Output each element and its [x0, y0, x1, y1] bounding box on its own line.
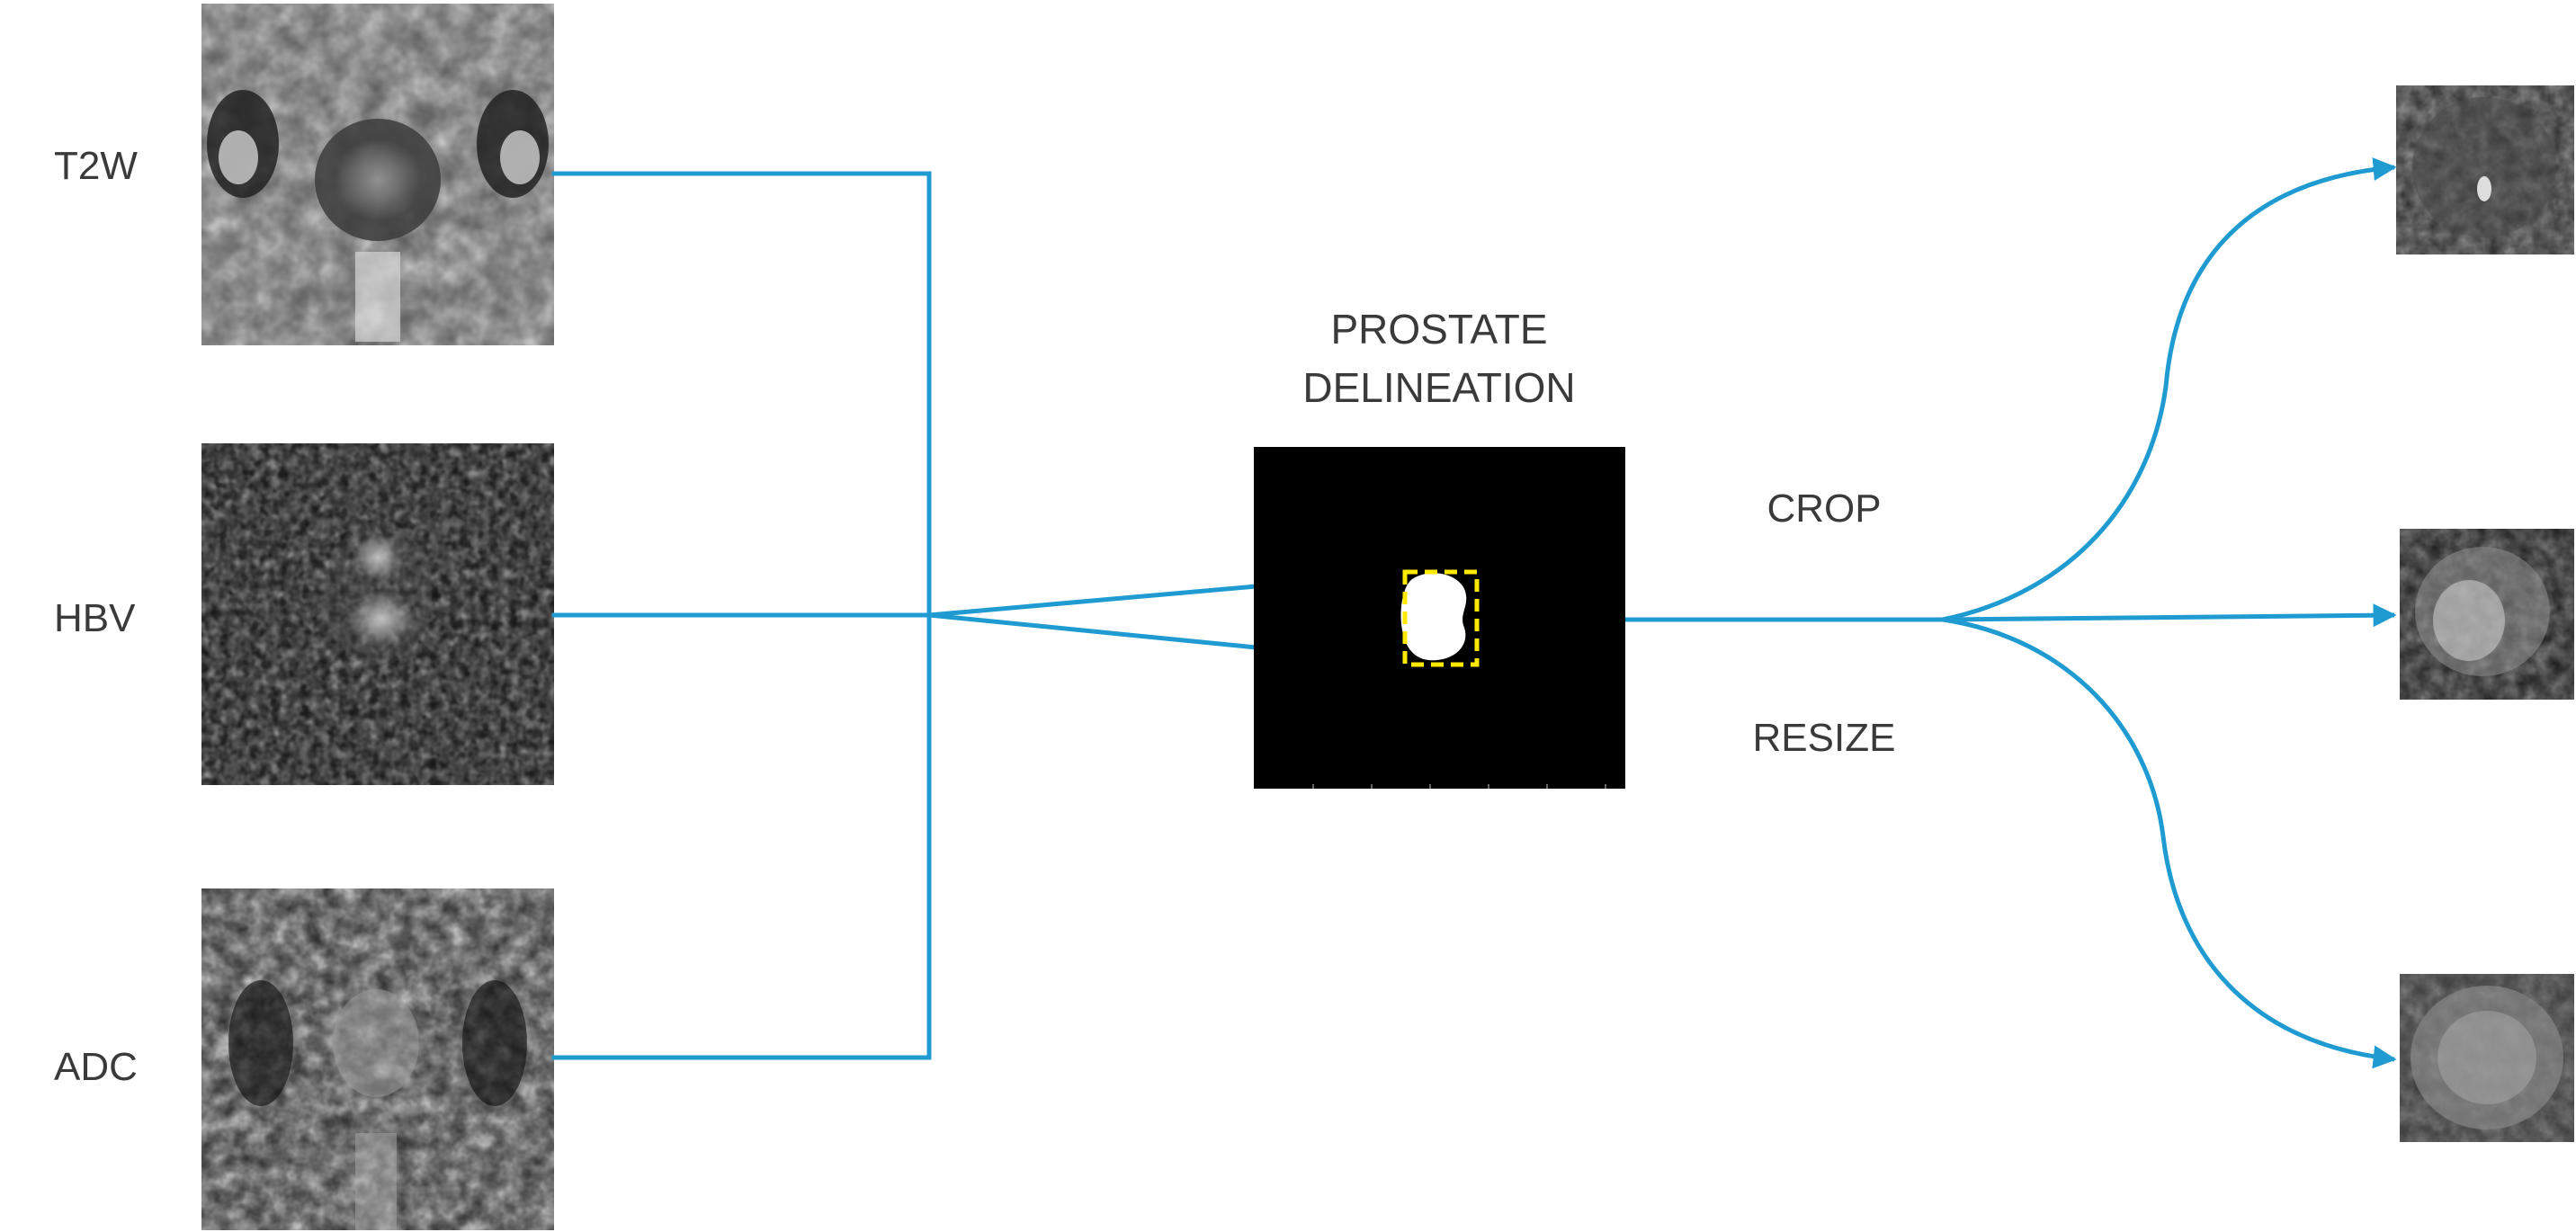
arrow-to-output-2 [1942, 603, 2397, 628]
output-image-adc-crop [2400, 974, 2574, 1142]
adc-image [201, 888, 554, 1230]
center-title-line2: DELINEATION [1302, 364, 1575, 411]
input-label-t2w: T2W [54, 144, 138, 188]
input-label-hbv: HBV [54, 596, 136, 640]
output-image-hbv-crop [2400, 529, 2574, 700]
output-connectors [1625, 157, 2397, 1069]
center-title-line1: PROSTATE [1330, 306, 1547, 353]
hbv-image [201, 443, 554, 785]
delineation-mask-image [1254, 447, 1625, 789]
op-label-crop: CROP [1767, 487, 1881, 531]
arrow-to-output-1 [1942, 157, 2397, 622]
bounding-box [1402, 569, 1480, 667]
output-image-t2w-crop [2396, 85, 2574, 254]
input-label-adc: ADC [54, 1045, 138, 1089]
op-label-resize: RESIZE [1753, 716, 1896, 760]
prostate-mask [1400, 573, 1467, 661]
arrow-to-output-3 [1942, 617, 2397, 1069]
t2w-image [201, 4, 554, 345]
